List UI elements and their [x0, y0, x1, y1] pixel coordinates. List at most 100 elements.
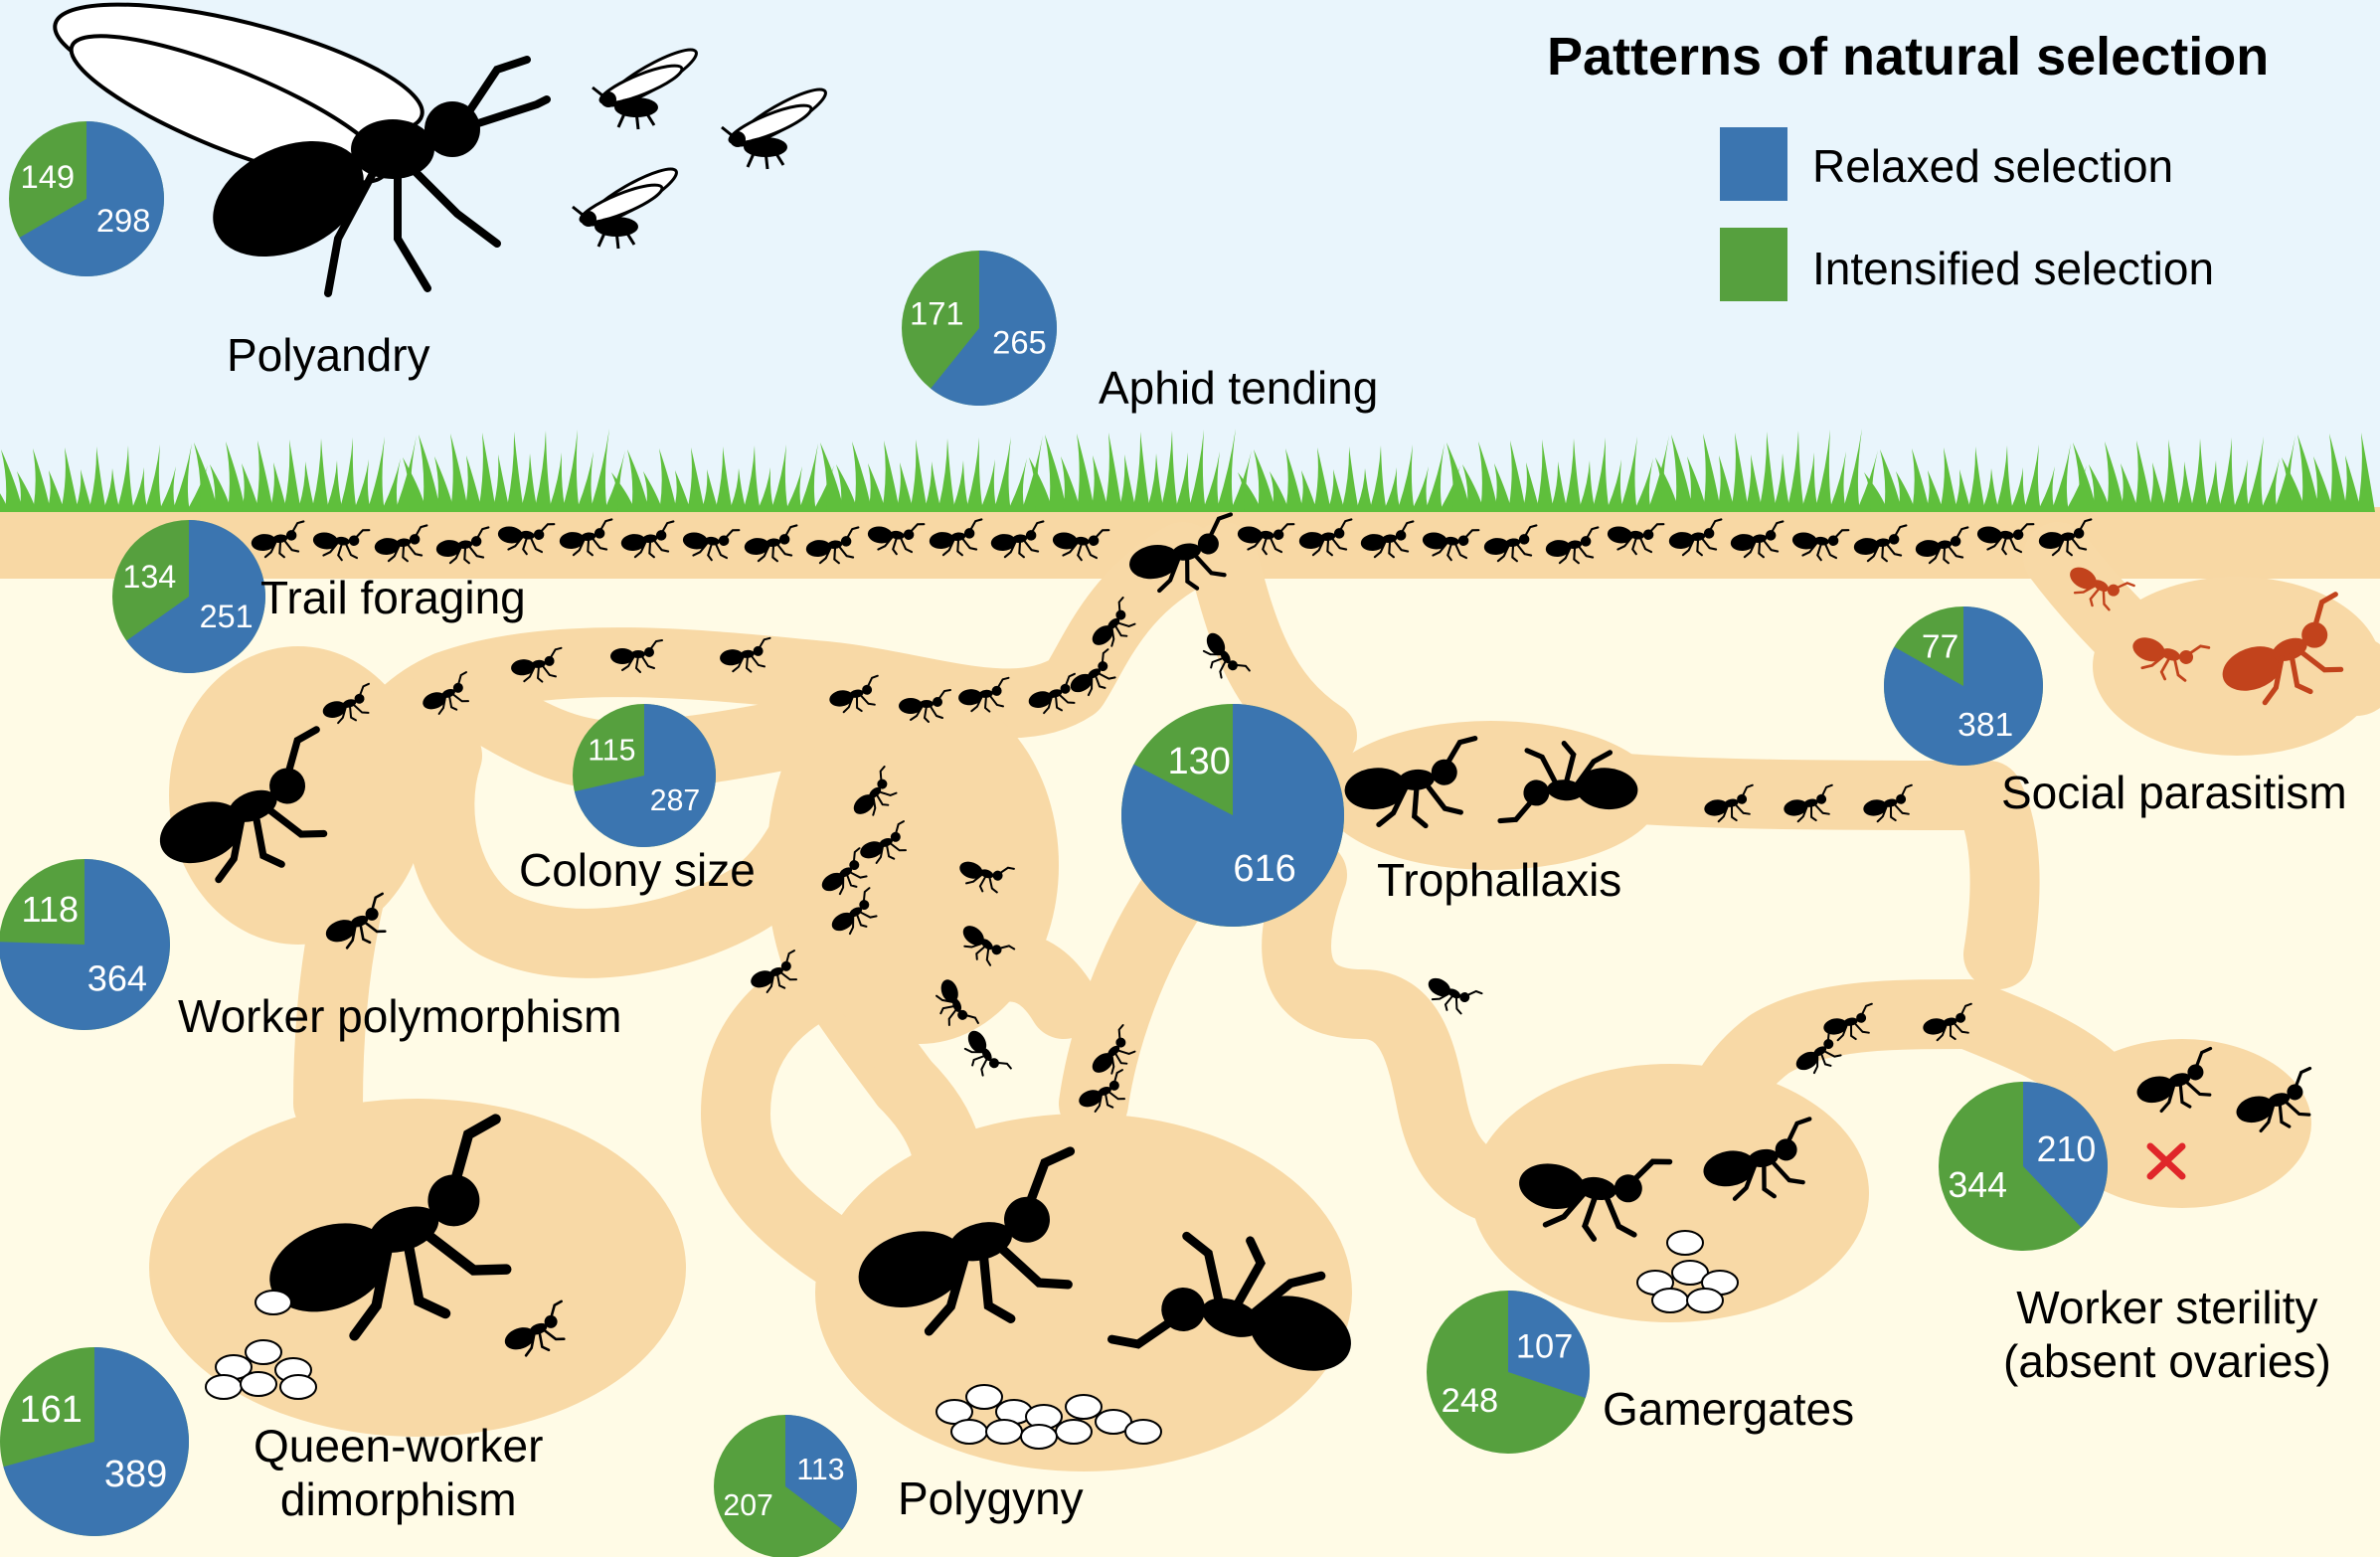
grass-blade [924, 461, 941, 512]
grass-blade [130, 467, 148, 512]
grass-blade [297, 461, 315, 512]
grass-blade [144, 444, 162, 512]
chamber-sterility [2053, 1039, 2311, 1208]
pie-value-intensified: 149 [20, 158, 75, 195]
ant [853, 766, 898, 816]
grass-blade [1912, 448, 1930, 512]
grass-blade [506, 432, 524, 512]
pie-slice-relaxed [19, 121, 165, 276]
grass-blade [1132, 432, 1150, 512]
flying-males [572, 48, 827, 250]
ant [559, 518, 613, 557]
pie-value-relaxed: 298 [96, 202, 151, 239]
grass-blade [1146, 453, 1164, 512]
grass-blade [255, 440, 273, 512]
grass-blade [403, 457, 426, 512]
ant [929, 518, 983, 557]
ants [159, 512, 2344, 1450]
ant [159, 726, 328, 884]
ant [2236, 1066, 2312, 1133]
grass-blade [1508, 440, 1526, 512]
ant [1360, 520, 1415, 559]
pie-value-relaxed: 364 [87, 958, 147, 999]
grass-blade [1773, 453, 1790, 512]
grass-blade [1045, 434, 1067, 512]
label-trail-foraging: Trail foraging [260, 572, 526, 623]
ant [1923, 1002, 1972, 1042]
ant [1052, 529, 1110, 562]
grass-blade [1355, 468, 1373, 512]
grass-blade [1105, 432, 1122, 512]
pie-value-relaxed: 210 [2037, 1129, 2097, 1169]
ant [805, 526, 860, 565]
pie-value-relaxed: 107 [1516, 1328, 1573, 1366]
ant [1519, 1158, 1673, 1242]
grass-blade [1967, 446, 1985, 512]
grass-blade [2313, 456, 2333, 512]
ant [1668, 518, 1723, 557]
grass-blade [1425, 443, 1445, 512]
ant [831, 887, 878, 936]
ant [858, 1146, 1076, 1336]
grass-blade [492, 454, 510, 512]
grass-blade [812, 465, 834, 512]
label-worker-polymorphism: Worker polymorphism [178, 990, 622, 1042]
legend-label-relaxed: Relaxed selection [1812, 140, 2174, 192]
ant [1483, 524, 1538, 563]
ant [620, 520, 675, 559]
ant [935, 979, 979, 1027]
pie-slice-relaxed [3, 1347, 189, 1536]
grass-blade [158, 466, 176, 512]
label-line: (absent ovaries) [2003, 1335, 2331, 1388]
grass-blade [2162, 439, 2180, 512]
grass-blade [1655, 457, 1679, 512]
ant [1202, 632, 1251, 679]
ant [1784, 783, 1833, 823]
ant [511, 646, 563, 683]
label-social-parasitism: Social parasitism [2001, 767, 2347, 818]
grass-blade [820, 442, 844, 512]
ant [2136, 1046, 2213, 1114]
grass-blade [1564, 438, 1582, 512]
grass-blade [882, 440, 900, 512]
chamber-gamergates [1471, 1064, 1869, 1322]
grass-blade [1786, 431, 1804, 512]
grass-blade [1842, 429, 1862, 512]
chamber-parasite-bulge [2316, 636, 2380, 716]
grass-blade [896, 462, 914, 512]
grass-blade [1446, 442, 1470, 512]
grass-blade [325, 460, 343, 512]
grass-blade [1995, 445, 2013, 512]
pie-value-relaxed: 389 [104, 1454, 167, 1495]
flying-ant [592, 48, 698, 130]
label-polyandry: Polyandry [227, 329, 430, 381]
ant [1704, 783, 1754, 823]
winged-queen [53, 2, 551, 297]
grass-blade [1216, 429, 1236, 512]
label-line: Worker sterility [2016, 1282, 2318, 1333]
grass-blade [701, 469, 719, 512]
ant [1422, 529, 1480, 562]
ant [1344, 736, 1478, 829]
grass-blade [1647, 435, 1669, 512]
grass-blade [1864, 472, 1888, 512]
ant [1497, 741, 1638, 824]
sterility-cross-icon [2146, 1142, 2186, 1180]
grass-blade [339, 437, 357, 512]
grass-blade [2329, 433, 2347, 512]
pie-slice-relaxed [0, 859, 170, 1030]
ant [423, 671, 470, 715]
ant [1791, 529, 1850, 562]
grass-blade [381, 458, 401, 512]
grass-blade [464, 455, 482, 512]
grass-blade [1313, 447, 1331, 512]
pie-value-intensified: 161 [19, 1389, 82, 1431]
grass-blade [1091, 455, 1108, 512]
grass-blade [2121, 463, 2138, 512]
